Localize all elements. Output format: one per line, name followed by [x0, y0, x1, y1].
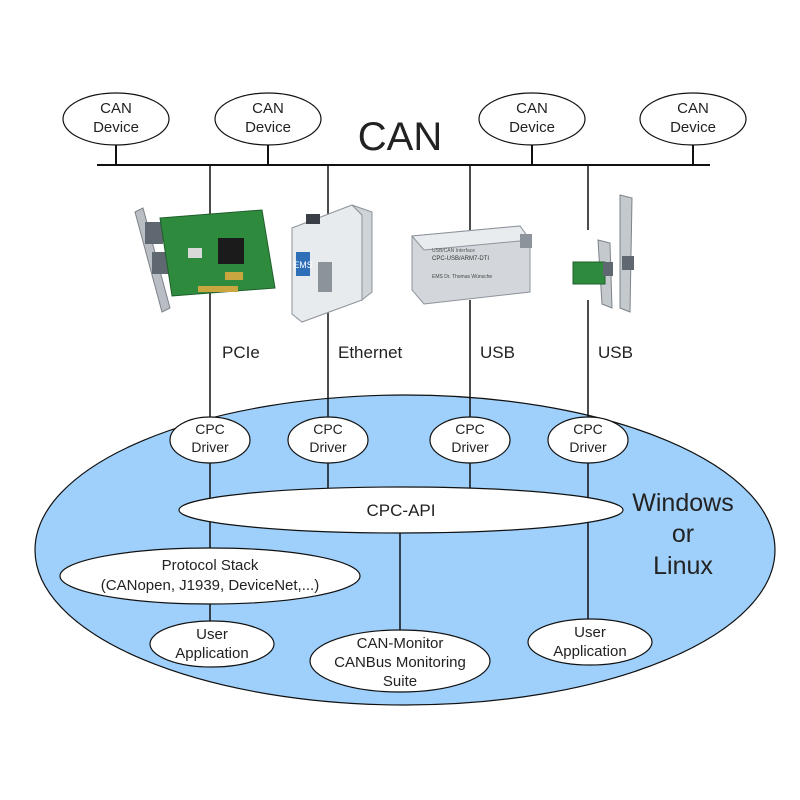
cpc-api: CPC-API: [178, 486, 624, 534]
cpc-api-node: [178, 486, 624, 534]
cpc-driver-label: CPC: [573, 421, 603, 437]
can-device-label: CAN: [100, 100, 132, 117]
os-label-line1: Windows: [632, 489, 733, 517]
can-monitor-label: Suite: [383, 673, 417, 690]
protocol-stack-node: [59, 547, 361, 605]
can-device-1: CAN Device: [62, 92, 170, 146]
can-device-label: Device: [245, 119, 291, 136]
interface-label-pcie: PCIe: [222, 343, 260, 362]
cpc-driver-node: [287, 416, 369, 464]
can-device-node: [62, 92, 170, 146]
cpc-driver-label: Driver: [309, 439, 347, 455]
can-monitor-label: CANBus Monitoring: [334, 654, 466, 671]
can-device-label: Device: [670, 119, 716, 136]
ethernet-module-image: EMS: [291, 204, 373, 323]
cpc-driver-label: CPC: [313, 421, 343, 437]
cpc-driver-1: CPC Driver: [169, 416, 251, 464]
interface-label-ethernet: Ethernet: [338, 343, 403, 362]
interface-label-usb-1: USB: [480, 343, 515, 362]
cpc-driver-label: CPC: [455, 421, 485, 437]
os-label-line3: Linux: [653, 552, 713, 580]
usb-box-text-1: USB/CAN Interface: [432, 248, 475, 254]
can-device-label: CAN: [252, 100, 284, 117]
user-application-right: User Application: [527, 618, 653, 666]
protocol-stack-title: Protocol Stack: [162, 557, 259, 574]
cpc-driver-node: [547, 416, 629, 464]
can-device-node: [214, 92, 322, 146]
protocol-stack: Protocol Stack (CANopen, J1939, DeviceNe…: [59, 547, 361, 605]
can-device-label: CAN: [516, 100, 548, 117]
os-label: Windows or Linux: [632, 489, 733, 580]
cpc-driver-label: Driver: [451, 439, 489, 455]
usb-bracket-card-image: [572, 194, 634, 313]
ems-logo-text: EMS: [293, 260, 313, 270]
can-monitor-label: CAN-Monitor: [357, 635, 444, 652]
can-device-label: Device: [93, 119, 139, 136]
can-monitor: CAN-Monitor CANBus Monitoring Suite: [309, 629, 491, 693]
cpc-driver-node: [169, 416, 251, 464]
can-bus: [97, 145, 710, 166]
user-application-label: Application: [553, 643, 626, 660]
can-device-node: [478, 92, 586, 146]
can-device-4: CAN Device: [639, 92, 747, 146]
cpc-driver-4: CPC Driver: [547, 416, 629, 464]
can-monitor-node: [309, 629, 491, 693]
can-device-label: CAN: [677, 100, 709, 117]
interface-label-usb-2: USB: [598, 343, 633, 362]
cpc-api-label: CPC-API: [367, 501, 436, 520]
usb-box-text-2: CPC-USB/ARM7-DTI: [432, 256, 489, 262]
user-application-node: [527, 618, 653, 666]
os-label-line2: or: [672, 520, 694, 548]
cpc-driver-label: CPC: [195, 421, 225, 437]
user-application-label: Application: [175, 645, 248, 662]
can-bus-label: CAN: [358, 115, 442, 159]
pcie-card-image: [134, 207, 276, 313]
user-application-left: User Application: [149, 620, 275, 668]
can-device-3: CAN Device: [478, 92, 586, 146]
user-application-label: User: [196, 626, 228, 643]
usb-box-text-3: EMS Dr. Thomas Wünsche: [432, 274, 492, 280]
cpc-driver-node: [429, 416, 511, 464]
protocol-stack-list: (CANopen, J1939, DeviceNet,...): [101, 577, 319, 594]
cpc-driver-3: CPC Driver: [429, 416, 511, 464]
can-device-node: [639, 92, 747, 146]
cpc-driver-label: Driver: [191, 439, 229, 455]
can-device-label: Device: [509, 119, 555, 136]
user-application-label: User: [574, 624, 606, 641]
usb-box-image: USB/CAN Interface CPC-USB/ARM7-DTI EMS D…: [410, 225, 532, 305]
cpc-driver-label: Driver: [569, 439, 607, 455]
can-device-2: CAN Device: [214, 92, 322, 146]
cpc-driver-2: CPC Driver: [287, 416, 369, 464]
user-application-node: [149, 620, 275, 668]
